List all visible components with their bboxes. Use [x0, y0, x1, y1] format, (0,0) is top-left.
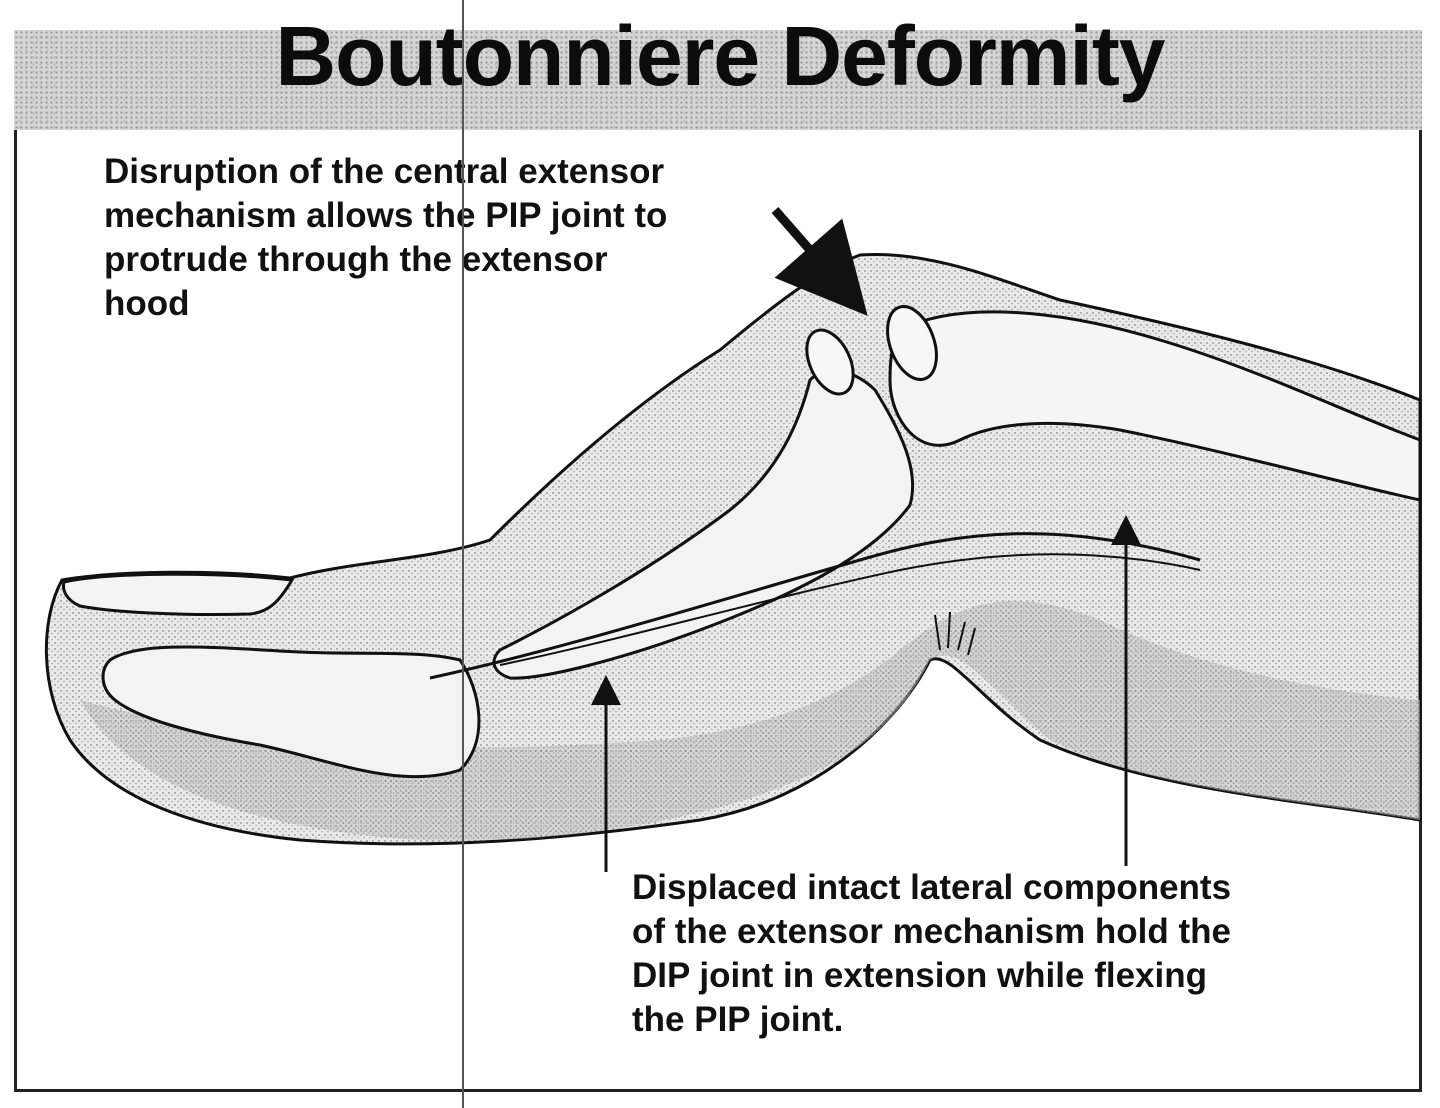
proximal-phalanx-head	[886, 305, 938, 381]
distal-phalanx	[101, 645, 481, 779]
diagram-title: Boutonniere Deformity	[275, 9, 1165, 103]
lateral-band-lower	[499, 553, 1201, 666]
skin-crease	[934, 611, 976, 656]
lateral-band	[429, 532, 1201, 680]
top-arrow	[771, 207, 868, 316]
caption-line: DIP joint in extension while flexing	[632, 956, 1207, 995]
fingernail	[62, 572, 295, 617]
finger-underside-shading	[80, 601, 1420, 841]
middle-phalanx-head	[805, 328, 855, 396]
title-band	[14, 30, 1422, 130]
caption-line: Disruption of the central extensor	[104, 152, 665, 191]
caption-line: Displaced intact lateral components	[632, 868, 1232, 907]
middle-phalanx	[492, 369, 915, 680]
lateral-components-caption: Displaced intact lateral components of t…	[632, 866, 1332, 1042]
caption-line: of the extensor mechanism hold the	[632, 912, 1231, 951]
pip-disruption-caption: Disruption of the central extensor mecha…	[104, 150, 784, 326]
scan-fold-line	[462, 0, 464, 1108]
caption-line: the PIP joint.	[632, 1000, 844, 1039]
caption-line: mechanism allows the PIP joint to	[104, 196, 668, 235]
proximal-phalanx	[888, 310, 1422, 502]
caption-line: protrude through the extensor	[104, 240, 608, 279]
caption-line: hood	[104, 284, 190, 323]
